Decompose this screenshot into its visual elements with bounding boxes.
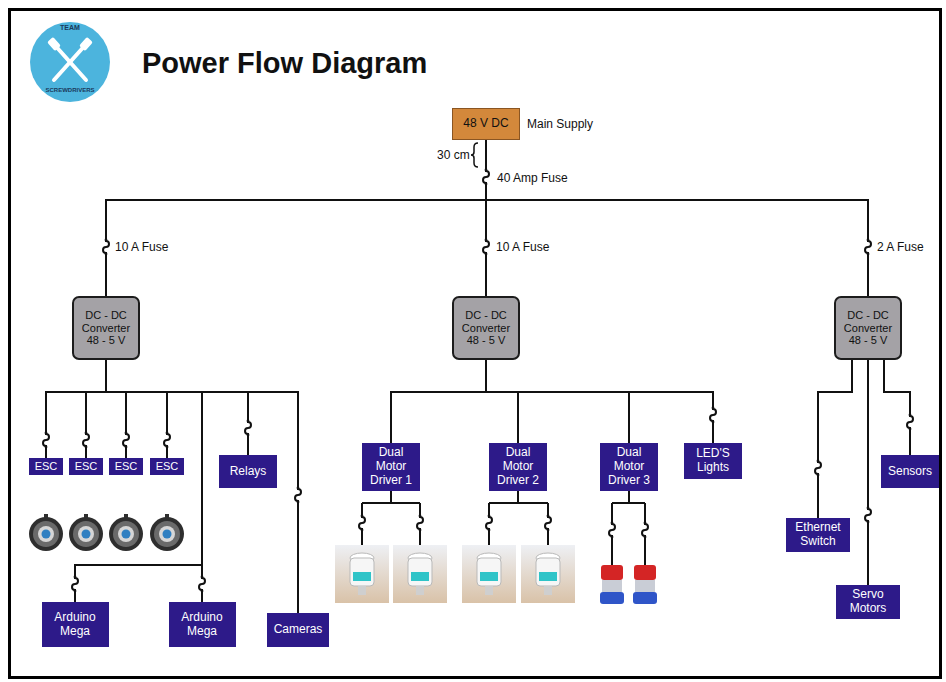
fuse-symbol: [101, 238, 111, 256]
fuse-symbol: [41, 431, 51, 449]
load-box: Ethernet Switch: [786, 518, 850, 552]
node-label: ESC: [75, 460, 98, 473]
power-wire: [106, 360, 298, 613]
power-wire: [867, 360, 869, 585]
node-label: DC - DC Converter 48 - 5 V: [458, 309, 514, 347]
esc-box: ESC: [29, 458, 63, 475]
esc-box: ESC: [69, 458, 103, 475]
converter-box: DC - DC Converter 48 - 5 V: [452, 296, 520, 360]
fuse-symbol: [543, 514, 553, 532]
load-box: Cameras: [267, 613, 329, 647]
fuse-label: 10 A Fuse: [115, 240, 168, 254]
esc-thruster: [29, 514, 184, 551]
frame: [10, 10, 941, 678]
power-wire: [486, 360, 518, 443]
fuse-symbol: [481, 168, 491, 186]
node-label: ESC: [35, 460, 58, 473]
fuse-symbol: [484, 514, 494, 532]
load-box: Relays: [219, 455, 277, 488]
converter-box: DC - DC Converter 48 - 5 V: [72, 296, 140, 360]
node-label: Dual Motor Driver 1: [366, 446, 416, 487]
logo-text: SCREWDRIVERS: [45, 87, 94, 93]
fuse-symbol: [70, 575, 80, 593]
fuse-symbol: [357, 514, 367, 532]
fuse-symbol: [863, 238, 873, 256]
fuse-symbol: [243, 419, 253, 437]
fuse-symbol: [81, 431, 91, 449]
node-label: Cameras: [274, 623, 323, 637]
power-wire: [486, 360, 629, 443]
node-label: Sensors: [888, 465, 932, 479]
fuse-symbol: [708, 406, 718, 424]
fuse-symbol: [905, 413, 915, 431]
power-wire: [106, 140, 486, 296]
fuse-label: 10 A Fuse: [496, 240, 549, 254]
node-label: ESC: [156, 460, 179, 473]
fuse-symbol: [813, 459, 823, 477]
diagram-title: Power Flow Diagram: [142, 47, 427, 80]
controller-box: Arduino Mega: [42, 602, 109, 647]
power-wire: [46, 360, 106, 458]
motor-thruster: [335, 545, 575, 603]
node-label: ESC: [115, 460, 138, 473]
load-box: LED'S Lights: [684, 443, 742, 479]
node-label: Servo Motors: [840, 588, 896, 616]
fuse-label: 30 cm: [437, 148, 470, 162]
power-wire: [106, 360, 167, 458]
node-label: DC - DC Converter 48 - 5 V: [840, 309, 896, 347]
node-label: 48 V DC: [463, 117, 508, 131]
node-label: DC - DC Converter 48 - 5 V: [78, 309, 134, 347]
node-label: Dual Motor Driver 2: [493, 446, 543, 487]
power-wire: [106, 360, 248, 455]
pump: [600, 565, 657, 604]
fuse-symbol: [607, 521, 617, 539]
logo-text: TEAM: [60, 24, 80, 31]
team-logo: [30, 22, 110, 102]
load-box: Sensors: [881, 455, 939, 488]
esc-box: ESC: [150, 458, 184, 475]
fuse-symbol: [640, 521, 650, 539]
fuse-symbol: [197, 575, 207, 593]
power-wire: [106, 360, 202, 602]
node-label: Arduino Mega: [46, 611, 105, 639]
power-wire: [75, 360, 202, 602]
fuse-label: 2 A Fuse: [877, 240, 924, 254]
load-box: Servo Motors: [836, 585, 900, 619]
motor-driver-box: Dual Motor Driver 2: [489, 443, 547, 491]
power-wire: [818, 360, 852, 518]
power-wire: [486, 140, 868, 296]
controller-box: Arduino Mega: [169, 602, 236, 647]
esc-box: ESC: [109, 458, 143, 475]
power-wire: [391, 360, 486, 443]
node-label: LED'S Lights: [688, 447, 738, 475]
fuse-symbol: [481, 238, 491, 256]
power-wire: [884, 360, 910, 455]
fuse-symbol: [293, 486, 303, 504]
fuse-symbol: [863, 506, 873, 524]
node-label: Dual Motor Driver 3: [604, 446, 654, 487]
converter-box: DC - DC Converter 48 - 5 V: [834, 296, 902, 360]
fuse-label: 40 Amp Fuse: [497, 171, 568, 185]
fuse-symbol: [121, 431, 131, 449]
fuse-symbol: [162, 431, 172, 449]
power-wire: [486, 360, 713, 443]
length-brace: [471, 143, 478, 167]
node-label: Arduino Mega: [173, 611, 232, 639]
motor-driver-box: Dual Motor Driver 3: [600, 443, 658, 491]
fuse-symbol: [415, 514, 425, 532]
fuse-label: Main Supply: [527, 117, 593, 131]
node-label: Relays: [230, 465, 267, 479]
motor-driver-box: Dual Motor Driver 1: [362, 443, 420, 491]
power-supply-box: 48 V DC: [452, 108, 520, 140]
node-label: Ethernet Switch: [790, 521, 846, 549]
